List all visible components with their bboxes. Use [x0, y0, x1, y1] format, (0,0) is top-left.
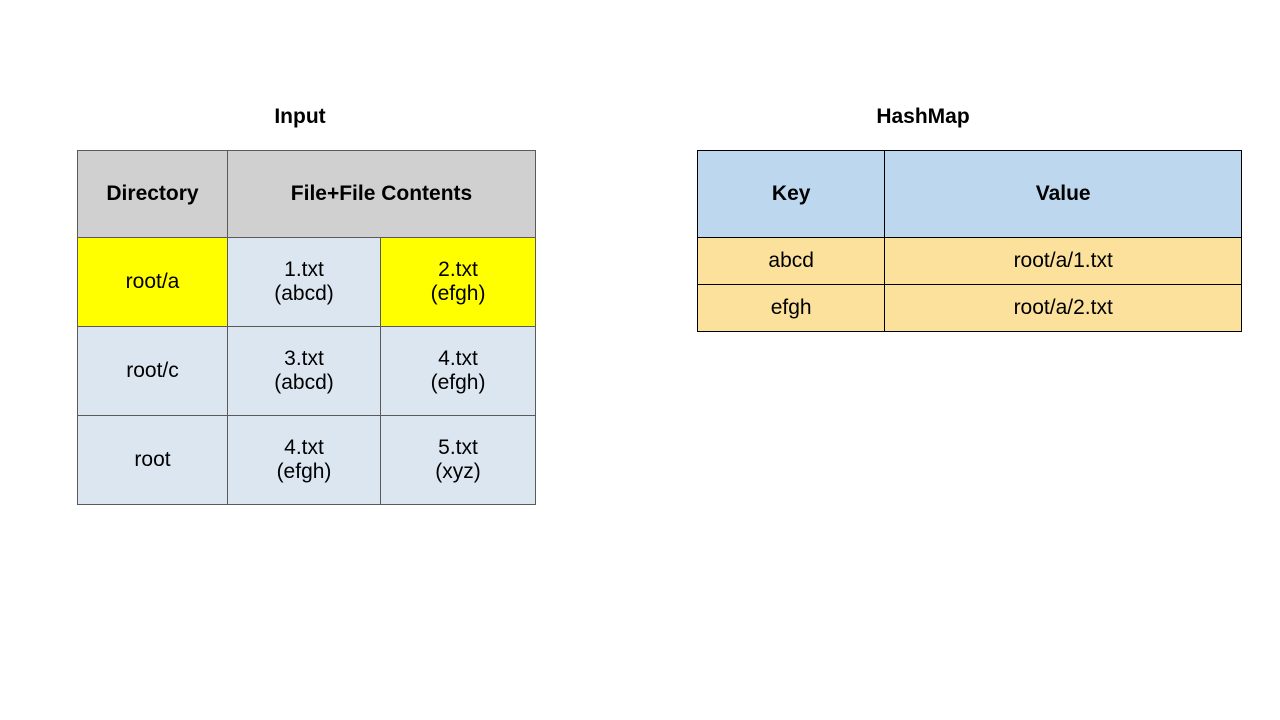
- file-contents: (efgh): [276, 460, 332, 483]
- input-cell-directory: root/a: [77, 237, 228, 327]
- file-name: 2.txt: [438, 257, 478, 281]
- input-cell-file: 3.txt (abcd): [227, 326, 381, 416]
- table-row: root/a 1.txt (abcd) 2.txt (efgh): [77, 237, 537, 327]
- hashmap-cell-value: root/a/1.txt: [884, 237, 1242, 285]
- hashmap-cell-value: root/a/2.txt: [884, 284, 1242, 332]
- file-name: 1.txt: [284, 257, 324, 281]
- file-name: 4.txt: [438, 346, 478, 370]
- table-row: root/c 3.txt (abcd) 4.txt (efgh): [77, 326, 537, 416]
- file-contents: (abcd): [274, 371, 334, 394]
- file-contents: (xyz): [435, 460, 481, 483]
- hashmap-table-header-row: Key Value: [696, 150, 1242, 238]
- table-row: abcd root/a/1.txt: [696, 237, 1242, 285]
- input-cell-file: 1.txt (abcd): [227, 237, 381, 327]
- input-cell-file: 4.txt (efgh): [227, 415, 381, 505]
- input-table: Directory File+File Contents root/a 1.tx…: [77, 150, 537, 505]
- hashmap-header-key: Key: [696, 150, 886, 238]
- file-name: 5.txt: [438, 435, 478, 459]
- input-header-directory: Directory: [77, 150, 228, 238]
- input-cell-directory: root/c: [77, 326, 228, 416]
- hashmap-header-value: Value: [884, 150, 1242, 238]
- hashmap-cell-key: abcd: [696, 237, 886, 285]
- input-cell-file: 4.txt (efgh): [379, 326, 537, 416]
- input-cell-directory: root: [77, 415, 228, 505]
- table-row: root 4.txt (efgh) 5.txt (xyz): [77, 415, 537, 505]
- file-contents: (efgh): [430, 371, 486, 394]
- input-header-file-contents: File+File Contents: [226, 150, 537, 238]
- file-contents: (efgh): [430, 282, 486, 305]
- hashmap-table: Key Value abcd root/a/1.txt efgh root/a/…: [696, 150, 1242, 332]
- hashmap-panel-title: HashMap: [876, 105, 970, 128]
- input-panel-title: Input: [274, 105, 326, 128]
- input-table-header-row: Directory File+File Contents: [77, 150, 537, 238]
- file-name: 3.txt: [284, 346, 324, 370]
- table-row: efgh root/a/2.txt: [696, 284, 1242, 332]
- input-cell-file: 5.txt (xyz): [379, 415, 537, 505]
- file-contents: (abcd): [274, 282, 334, 305]
- input-cell-file: 2.txt (efgh): [379, 237, 537, 327]
- hashmap-cell-key: efgh: [696, 284, 886, 332]
- file-name: 4.txt: [284, 435, 324, 459]
